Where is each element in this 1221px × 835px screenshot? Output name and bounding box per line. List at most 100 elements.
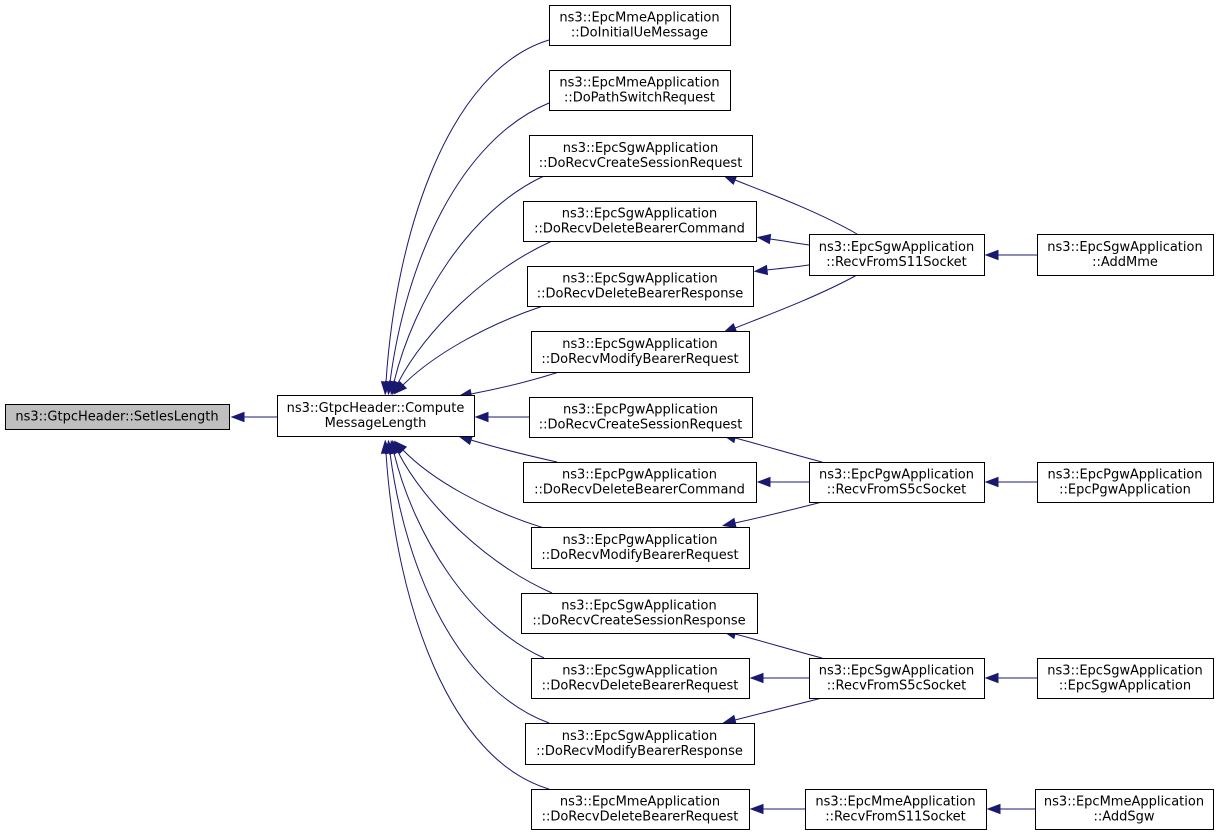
node-sgw_recvs5c[interactable]: ns3::EpcSgwApplication::RecvFromS5cSocke… [809, 658, 985, 699]
node-pgw_modbearerreq[interactable]: ns3::EpcPgwApplication::DoRecvModifyBear… [531, 527, 750, 569]
node-label-line: ns3::EpcSgwApplication [562, 337, 717, 352]
edge-line [402, 449, 545, 529]
node-label-line: ns3::EpcSgwApplication [819, 664, 974, 679]
node-sgw_delbearercmd[interactable]: ns3::EpcSgwApplication::DoRecvDeleteBear… [523, 201, 757, 242]
edge-mme_pathswitch-to-compute [384, 102, 550, 396]
edge-compute-to-setieslength [230, 411, 277, 423]
node-label-line: ns3::EpcPgwApplication [1047, 468, 1202, 483]
node-label-line: ::DoRecvCreateSessionResponse [532, 614, 745, 629]
node-sgw_createsessresp[interactable]: ns3::EpcSgwApplication::DoRecvCreateSess… [521, 593, 758, 634]
node-box[interactable] [527, 266, 754, 307]
edge-pgw_recvs5c-to-pgw_delbearercmd [756, 476, 809, 488]
edge-sgw_addmme-to-sgw_recvs11 [984, 249, 1037, 261]
node-label-line: ns3::EpcSgwApplication [819, 240, 974, 255]
node-box[interactable] [529, 135, 753, 177]
node-box[interactable] [531, 527, 750, 569]
edge-mme_addsgw-to-mme_recvs11 [986, 803, 1035, 815]
arrowhead-icon [393, 380, 408, 395]
edge-line [389, 102, 550, 383]
node-label-line: ::DoRecvDeleteBearerResponse [537, 287, 743, 302]
arrowhead-icon [749, 803, 764, 815]
node-sgw_modbearerresp[interactable]: ns3::EpcSgwApplication::DoRecvModifyBear… [525, 723, 755, 765]
node-box[interactable] [549, 70, 731, 111]
edge-line [470, 439, 558, 463]
node-pgw_createsessreq[interactable]: ns3::EpcPgwApplication::DoRecvCreateSess… [529, 397, 753, 438]
node-sgw_createsessreq[interactable]: ns3::EpcSgwApplication::DoRecvCreateSess… [529, 135, 753, 177]
node-sgw_addmme[interactable]: ns3::EpcSgwApplication::AddMme [1037, 234, 1214, 276]
node-box[interactable] [521, 593, 758, 634]
arrowhead-icon [986, 803, 1001, 815]
node-label-line: ns3::EpcSgwApplication [1047, 664, 1202, 679]
node-box[interactable] [1037, 234, 1214, 276]
node-setieslength[interactable]: ns3::GtpcHeader::SetIesLength [5, 404, 230, 430]
node-pgw_recvs5c[interactable]: ns3::EpcPgwApplication::RecvFromS5cSocke… [809, 462, 985, 503]
node-label-line: ns3::EpcSgwApplication [562, 207, 717, 222]
node-box[interactable] [549, 5, 731, 46]
node-box[interactable] [531, 789, 750, 830]
edge-pgw_ctor-to-pgw_recvs5c [984, 476, 1037, 488]
node-sgw_modbearerreq[interactable]: ns3::EpcSgwApplication::DoRecvModifyBear… [531, 331, 750, 373]
edge-line [734, 437, 823, 463]
arrowhead-icon [380, 439, 392, 454]
node-box[interactable] [523, 462, 757, 503]
edge-sgw_recvs5c-to-sgw_modbearerresp [722, 697, 823, 725]
node-pgw_ctor[interactable]: ns3::EpcPgwApplication::EpcPgwApplicatio… [1037, 462, 1214, 503]
node-box[interactable] [809, 462, 985, 503]
node-pgw_delbearercmd[interactable]: ns3::EpcPgwApplication::DoRecvDeleteBear… [523, 462, 757, 503]
node-label-line: ::EpcPgwApplication [1059, 483, 1191, 498]
node-mme_addsgw[interactable]: ns3::EpcMmeApplication::AddSgw [1035, 789, 1214, 830]
edge-pgw_createsessreq-to-compute [474, 411, 529, 423]
node-label-line: ns3::EpcSgwApplication [562, 664, 717, 679]
edge-sgw_recvs11-to-sgw_delbearercmd [756, 233, 810, 246]
edge-sgw_ctor-to-sgw_recvs5c [984, 672, 1037, 684]
node-box[interactable] [277, 395, 475, 437]
arrowhead-icon [984, 249, 999, 261]
node-label-line: ns3::EpcPgwApplication [562, 468, 717, 483]
node-box[interactable] [809, 234, 985, 276]
node-label-line: MessageLength [325, 416, 427, 431]
node-label-line: ::DoRecvCreateSessionRequest [539, 418, 743, 433]
edge-sgw_delbearerresp-to-compute [393, 305, 544, 395]
node-box[interactable] [525, 723, 755, 765]
node-label-line: ::RecvFromS5cSocket [827, 483, 966, 498]
edge-sgw_delbearerreq-to-compute [389, 439, 545, 659]
node-sgw_recvs11[interactable]: ns3::EpcSgwApplication::RecvFromS11Socke… [809, 234, 985, 276]
node-label-line: ::DoRecvDeleteBearerCommand [534, 222, 745, 237]
edge-sgw_createsessreq-to-compute [389, 175, 545, 396]
node-label-line: ns3::EpcSgwApplication [561, 599, 716, 614]
node-mme_recvs11[interactable]: ns3::EpcMmeApplication::RecvFromS11Socke… [805, 789, 987, 830]
node-mme_delbearerreq[interactable]: ns3::EpcMmeApplication::DoRecvDeleteBear… [531, 789, 750, 830]
node-box[interactable] [5, 404, 230, 430]
node-label-line: ::RecvFromS11Socket [826, 255, 967, 270]
node-box[interactable] [531, 658, 750, 699]
node-mme_initial[interactable]: ns3::EpcMmeApplication::DoInitialUeMessa… [549, 5, 731, 46]
node-sgw_delbearerreq[interactable]: ns3::EpcSgwApplication::DoRecvDeleteBear… [531, 658, 750, 699]
node-label-line: ::RecvFromS11Socket [825, 810, 966, 825]
node-label-line: ::DoInitialUeMessage [571, 26, 708, 41]
edge-line [734, 179, 858, 235]
node-sgw_delbearerresp[interactable]: ns3::EpcSgwApplication::DoRecvDeleteBear… [527, 266, 754, 307]
node-box[interactable] [1035, 789, 1214, 830]
edge-line [385, 452, 550, 790]
node-label-line: ns3::EpcMmeApplication [560, 795, 720, 810]
node-box[interactable] [805, 789, 987, 830]
node-box[interactable] [531, 331, 750, 373]
edge-sgw_recvs5c-to-sgw_delbearerreq [749, 672, 809, 684]
edge-line [734, 697, 823, 721]
edge-line [734, 633, 823, 659]
arrowhead-icon [474, 411, 489, 423]
node-label-line: ns3::EpcMmeApplication [1044, 795, 1204, 810]
node-label-line: ::DoRecvDeleteBearerRequest [542, 810, 739, 825]
node-box[interactable] [1037, 462, 1214, 503]
edge-line [389, 452, 550, 724]
node-box[interactable] [1037, 658, 1214, 699]
node-box[interactable] [523, 201, 757, 242]
edges-layer [230, 39, 1037, 815]
edge-pgw_modbearerreq-to-compute [393, 440, 545, 529]
node-sgw_ctor[interactable]: ns3::EpcSgwApplication::EpcSgwApplicatio… [1037, 658, 1214, 699]
node-box[interactable] [529, 397, 753, 438]
edge-line [402, 305, 544, 386]
node-box[interactable] [809, 658, 985, 699]
node-mme_pathswitch[interactable]: ns3::EpcMmeApplication::DoPathSwitchRequ… [549, 70, 731, 111]
